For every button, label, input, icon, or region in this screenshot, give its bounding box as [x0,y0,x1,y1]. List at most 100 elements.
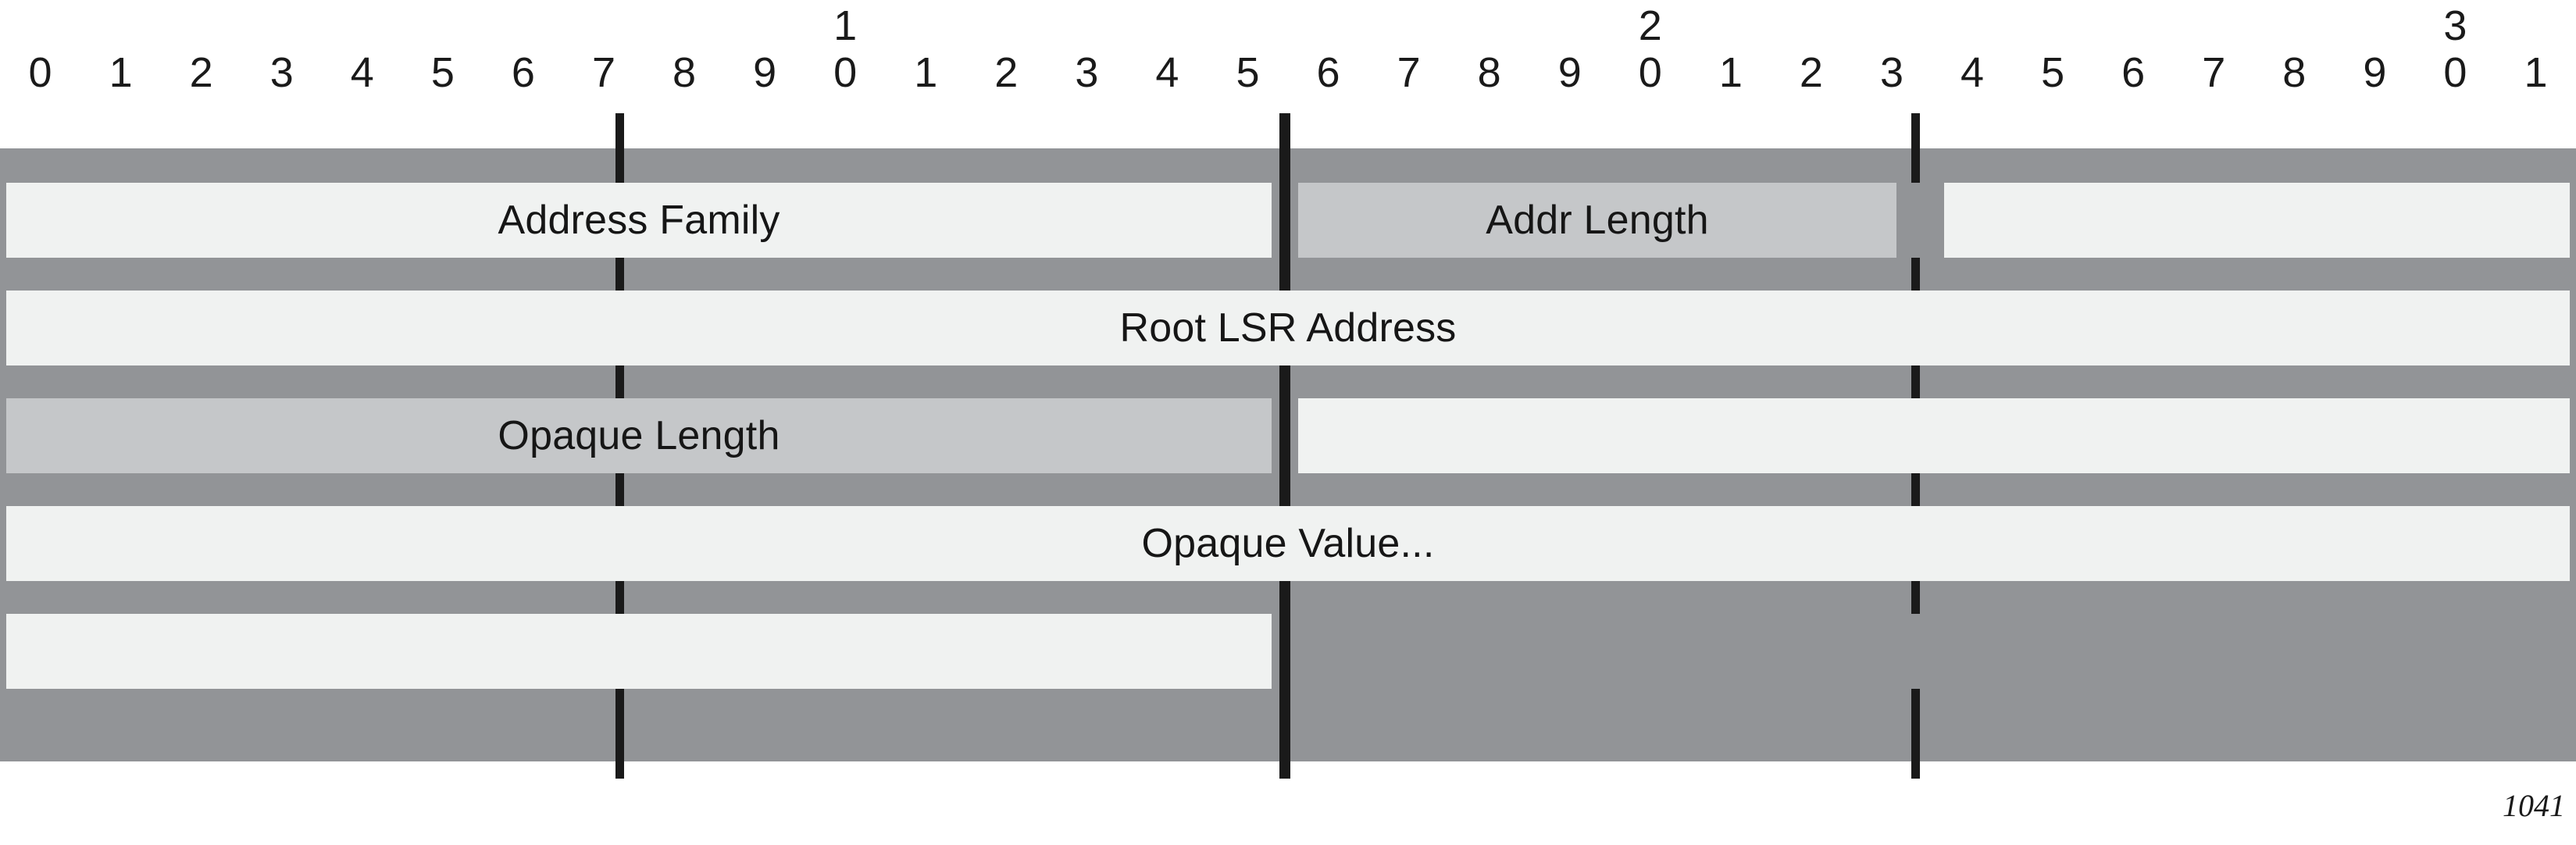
bit-ruler-tens-21 [1690,2,1771,48]
bit-ruler-tens-0 [0,2,80,48]
bit-ruler-tens-31 [2496,2,2576,48]
field-box-3-2 [1298,398,2570,473]
field-box-5-1 [6,614,1272,689]
bit-ruler-tens-2 [161,2,241,48]
field-box-1-3 [1944,183,2570,258]
field-label-4-1: Opaque Value... [1141,521,1435,566]
octet-divider-bit8 [615,0,624,845]
octet-divider-bit24-seg-3 [1911,473,1920,506]
bit-ruler-tens-24 [1932,2,2013,48]
bit-ruler-label-12: 2 [994,49,1019,96]
octet-divider-bit16-tick-bottom [1279,761,1290,779]
field-label-1-2: Addr Length [1486,198,1709,243]
octet-divider-bit8-tick-bottom [615,761,624,779]
octet-divider-bit8-seg-3 [615,473,624,506]
bit-ruler-tens-27 [2174,2,2254,48]
bit-ruler-label-4: 4 [350,49,374,96]
row-5 [0,614,2576,689]
octet-divider-bit24-tick-top [1911,113,1920,148]
octet-divider-bit16-tick-top [1279,113,1290,148]
row-1: Address Family Addr Length [0,183,2576,258]
octet-divider-bit24-seg-1 [1911,258,1920,291]
field-label-3-1: Opaque Length [498,413,780,458]
bit-ruler-label-16: 6 [1316,49,1340,96]
bit-ruler-tens-23 [1851,2,1932,48]
bit-ruler-label-21: 1 [1718,49,1743,96]
bit-ruler-tens-6 [483,2,563,48]
bit-ruler-label-2: 2 [189,49,213,96]
bit-ruler-tens-26 [2093,2,2174,48]
page-number: 1041 [2503,788,2565,823]
octet-divider-bit8-seg-5 [615,689,624,761]
bit-ruler-label-10: 0 [833,49,858,96]
octet-divider-bit24 [1911,0,1920,845]
field-box-1-2: Addr Length [1298,183,1896,258]
bit-ruler-label-30: 0 [2443,49,2467,96]
row-2: Root LSR Address [0,291,2576,365]
field-box-4-1: Opaque Value... [6,506,2570,581]
bit-ruler-label-23: 3 [1879,49,1903,96]
bit-ruler-tens-28 [2254,2,2335,48]
bit-ruler-tens-29 [2335,2,2415,48]
bit-ruler-label-1: 1 [109,49,133,96]
octet-divider-bit8-seg-1 [615,258,624,291]
field-label-1-1: Address Family [498,198,780,243]
octet-divider-bit8-seg-4 [615,581,624,614]
bit-ruler-label-17: 7 [1397,49,1421,96]
bit-ruler-tens-11 [886,2,966,48]
bit-ruler-label-7: 7 [591,49,615,96]
bit-ruler-label-22: 2 [1799,49,1823,96]
bit-ruler-tens-13 [1047,2,1127,48]
octet-divider-bit24-seg-5 [1911,689,1920,761]
bit-ruler-label-28: 8 [2282,49,2307,96]
bit-ruler-tens-20: 2 [1638,2,1662,49]
bit-ruler-tens-25 [2013,2,2093,48]
bit-ruler-label-18: 8 [1477,49,1501,96]
bit-ruler-tens-18 [1449,2,1529,48]
octet-divider-bit16 [1279,0,1290,845]
row-3: Opaque Length [0,398,2576,473]
bit-ruler-label-13: 3 [1075,49,1099,96]
octet-divider-bit24-seg-4 [1911,581,1920,614]
bit-ruler-label-20: 0 [1638,49,1662,96]
bit-ruler-tens-9 [725,2,805,48]
octet-divider-bit24-seg-2 [1911,365,1920,398]
bit-ruler-tens-8 [644,2,725,48]
octet-divider-bit16-seg-2 [1279,581,1290,761]
bit-ruler-tens-17 [1368,2,1449,48]
bit-ruler-tens-10: 1 [833,2,858,49]
bit-ruler-label-31: 1 [2524,49,2548,96]
bit-ruler-tens-12 [966,2,1047,48]
bit-ruler-label-29: 9 [2363,49,2387,96]
octet-divider-bit16-seg-0 [1279,148,1290,291]
bit-ruler-tens-19 [1529,2,1610,48]
octet-divider-bit24-tick-bottom [1911,761,1920,779]
bit-ruler-label-11: 1 [914,49,938,96]
bit-ruler-label-0: 0 [28,49,52,96]
bit-ruler-label-26: 6 [2121,49,2146,96]
bit-ruler-tens-4 [322,2,402,48]
bit-ruler-label-9: 9 [753,49,777,96]
bit-ruler-tens-5 [402,2,483,48]
bit-ruler-tens-30: 3 [2443,2,2467,49]
field-box-2-1: Root LSR Address [6,291,2570,365]
bit-ruler-tens-14 [1127,2,1208,48]
bit-ruler-label-8: 8 [673,49,697,96]
bit-ruler-tens-1 [80,2,161,48]
field-box-3-1: Opaque Length [6,398,1272,473]
bit-ruler-label-5: 5 [430,49,455,96]
field-box-1-1: Address Family [6,183,1272,258]
bit-ruler-tens-15 [1208,2,1288,48]
bit-ruler-label-27: 7 [2202,49,2226,96]
bit-ruler-label-6: 6 [511,49,535,96]
bit-ruler-label-15: 5 [1236,49,1260,96]
octet-divider-bit24-seg-0 [1911,148,1920,183]
field-label-2-1: Root LSR Address [1119,305,1457,351]
bit-ruler-label-24: 4 [1961,49,1985,96]
bit-ruler-tens-row: 1 2 3 [0,2,2576,49]
bit-ruler-tens-16 [1288,2,1368,48]
bit-ruler-label-14: 4 [1155,49,1179,96]
octet-divider-bit8-tick-top [615,113,624,148]
